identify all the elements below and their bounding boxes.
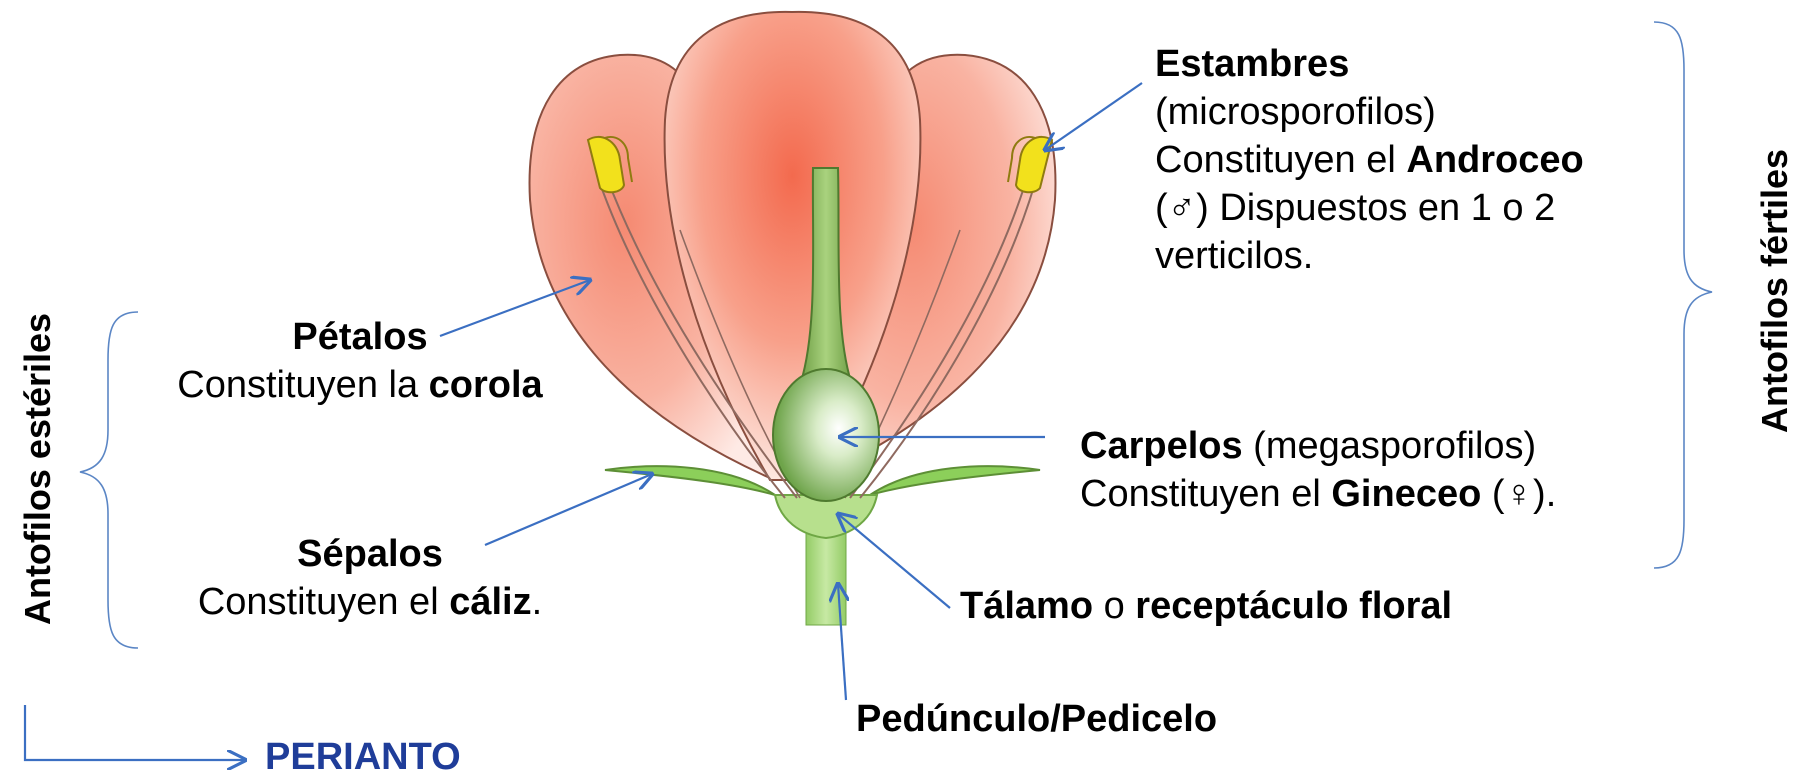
talamo-bold: Tálamo <box>960 585 1094 627</box>
carpelos-title: Carpelos <box>1080 425 1243 467</box>
estambres-androceo: Androceo <box>1406 139 1584 181</box>
sepalos-desc-bold: cáliz <box>449 581 532 623</box>
label-talamo: Tálamo o receptáculo floral <box>960 585 1453 627</box>
label-petalos: Pétalos Constituyen la corola <box>140 313 580 409</box>
left-petal <box>528 53 772 480</box>
pistil <box>772 167 880 502</box>
right-brace <box>1653 21 1713 569</box>
annotation-arrows <box>23 82 1143 760</box>
stem <box>773 494 879 626</box>
estambres-line5: verticilos. <box>1155 235 1314 277</box>
center-petal <box>663 10 922 481</box>
petalos-desc-bold: corola <box>428 364 543 406</box>
carpelos-desc: Constituyen el <box>1080 473 1332 515</box>
arrow-talamo <box>838 514 951 609</box>
sepalos-title: Sépalos <box>297 533 443 575</box>
label-carpelos: Carpelos (megasporofilos) Constituyen el… <box>1080 425 1557 515</box>
ovary <box>772 368 880 502</box>
label-pedunculo: Pedúnculo/Pedicelo <box>856 698 1218 740</box>
arrow-petalos <box>439 280 590 338</box>
carpelos-sub: (megasporofilos) <box>1242 425 1537 467</box>
sepalos-desc: Constituyen el <box>197 581 450 623</box>
petalos-desc: Constituyen la <box>177 364 429 406</box>
label-antofilos-fertiles: Antofilos fértiles <box>1754 148 1795 434</box>
estambres-line4: (♂) Dispuestos en 1 o 2 <box>1155 187 1556 229</box>
right-sepal <box>869 465 1041 496</box>
arrow-estambres <box>1045 82 1143 150</box>
label-sepalos: Sépalos Constituyen el cáliz. <box>197 533 543 623</box>
label-estambres: Estambres (microsporofilos) Constituyen … <box>1155 40 1584 280</box>
arrow-pedunculo <box>838 584 846 701</box>
petalos-title: Pétalos <box>292 316 428 358</box>
receptaculo-bold: receptáculo floral <box>1135 585 1453 627</box>
left-anther <box>586 135 626 194</box>
left-brace <box>79 311 139 649</box>
label-antofilos-esteriles: Antofilos estériles <box>17 312 58 626</box>
arrow-sepalos <box>484 474 652 547</box>
left-sepal <box>604 465 776 496</box>
estambres-line2: (microsporofilos) <box>1155 91 1436 133</box>
arrow-perianto <box>23 705 245 760</box>
label-perianto: PERIANTO <box>265 736 461 778</box>
estambres-line3: Constituyen el <box>1155 139 1407 181</box>
carpelos-gineceo: Gineceo <box>1331 473 1482 515</box>
petals <box>528 10 1057 481</box>
estambres-title: Estambres <box>1155 43 1350 85</box>
